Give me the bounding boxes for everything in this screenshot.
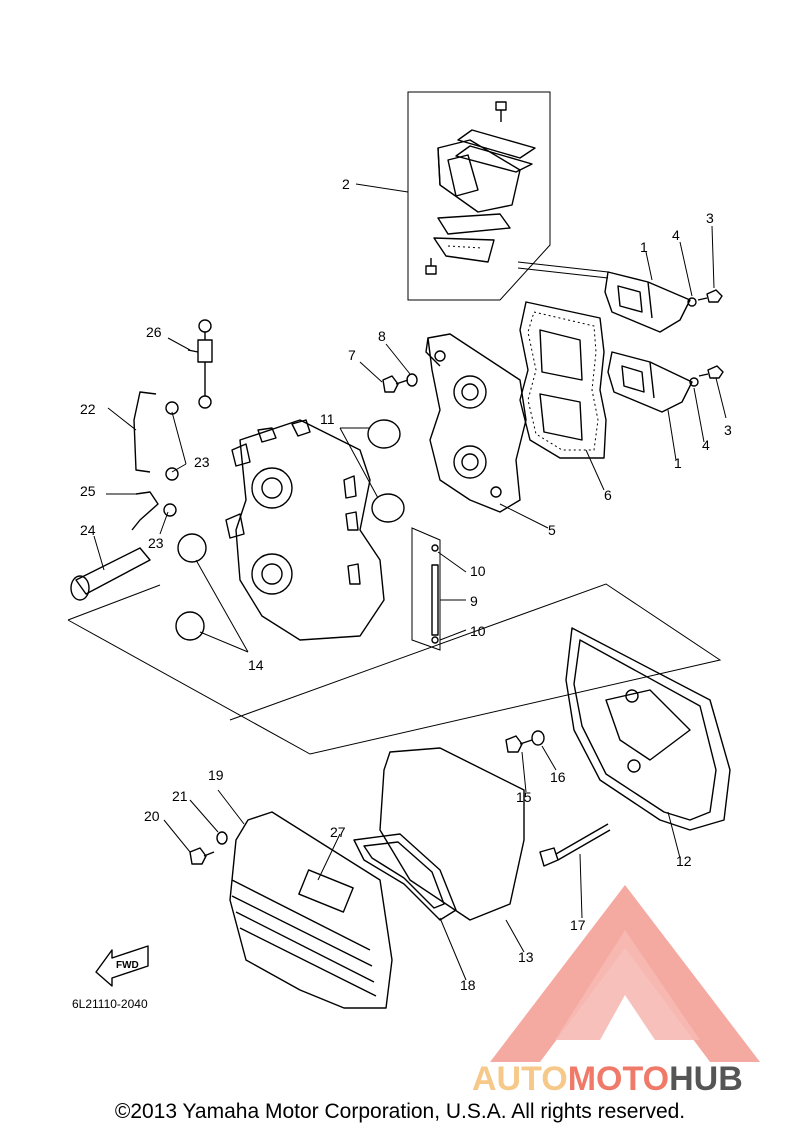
gasket-13 xyxy=(379,747,525,921)
callout-10a: 10 xyxy=(470,563,486,579)
callout-24: 24 xyxy=(80,522,96,538)
o-ring-11-lower xyxy=(371,493,405,523)
o-ring-14-lower xyxy=(175,611,205,641)
pipe-24 xyxy=(70,547,151,601)
callout-17: 17 xyxy=(570,917,586,933)
fwd-label: FWD xyxy=(116,960,139,971)
callout-25: 25 xyxy=(80,483,96,499)
hose-25 xyxy=(131,491,159,531)
callout-3b: 3 xyxy=(724,422,732,438)
copyright-text: ©2013 Yamaha Motor Corporation, U.S.A. A… xyxy=(114,1100,686,1123)
callout-8: 8 xyxy=(378,328,386,344)
screw-20 xyxy=(189,847,215,865)
reed-valve-lower xyxy=(607,351,693,413)
callout-13: 13 xyxy=(518,949,534,965)
washer-8 xyxy=(406,373,418,387)
callout-5: 5 xyxy=(548,522,556,538)
callout-11: 11 xyxy=(320,411,335,427)
callout-6: 6 xyxy=(604,487,612,503)
watermark-moto: MOTO xyxy=(568,1060,669,1098)
intake-manifold-5 xyxy=(425,333,527,513)
callout-26: 26 xyxy=(146,324,162,340)
bracket-26 xyxy=(187,319,213,409)
callout-18: 18 xyxy=(460,977,476,993)
watermark-text: AUTOMOTOHUB xyxy=(472,1060,743,1098)
callout-22: 22 xyxy=(80,401,96,417)
pin-9 xyxy=(431,544,439,644)
assembly-plane xyxy=(67,583,722,755)
reed-valve-upper xyxy=(604,271,691,333)
leader-lines xyxy=(93,183,727,981)
screw-7 xyxy=(382,375,409,393)
reed-valve-inset xyxy=(407,91,609,301)
clips-23 xyxy=(163,401,179,517)
callout-16: 16 xyxy=(550,769,566,785)
washer-4-upper xyxy=(687,297,697,307)
watermark-logo xyxy=(490,885,760,1062)
callout-4b: 4 xyxy=(702,437,710,453)
washer-4-lower xyxy=(689,377,699,387)
callout-9: 9 xyxy=(470,593,478,609)
bolt-17 xyxy=(539,823,611,867)
callout-12: 12 xyxy=(676,853,692,869)
bolt-3-lower xyxy=(698,365,724,379)
watermark-auto: AUTO xyxy=(472,1060,568,1098)
exhaust-cover-19 xyxy=(229,811,393,1009)
callout-23b: 23 xyxy=(148,535,164,551)
callout-2: 2 xyxy=(342,176,350,192)
callout-7: 7 xyxy=(348,347,356,363)
callout-1a: 1 xyxy=(640,239,648,255)
callout-3a: 3 xyxy=(706,210,714,226)
o-ring-14-upper xyxy=(177,533,207,563)
bolt-3-upper xyxy=(697,289,723,303)
o-ring-11-upper xyxy=(367,419,401,449)
diagram-code: 6L21110-2040 xyxy=(72,997,148,1011)
watermark-hub: HUB xyxy=(669,1060,743,1098)
gasket-18 xyxy=(353,833,457,921)
washer-16 xyxy=(531,730,545,746)
cylinder-block xyxy=(225,419,385,641)
callout-4a: 4 xyxy=(672,227,680,243)
callout-19: 19 xyxy=(208,767,224,783)
gasket-6 xyxy=(519,301,607,459)
washer-21 xyxy=(216,831,228,845)
callout-21: 21 xyxy=(172,788,188,804)
hose-22 xyxy=(133,391,157,473)
callout-10b: 10 xyxy=(470,623,486,639)
callout-15: 15 xyxy=(516,789,532,805)
cover-plate-12 xyxy=(565,627,731,831)
bolt-15 xyxy=(505,735,533,753)
callouts: 1 1 2 3 3 4 4 5 6 7 8 9 10 10 11 12 13 1… xyxy=(80,176,732,993)
callout-23a: 23 xyxy=(194,454,210,470)
fwd-arrow-icon xyxy=(95,945,149,987)
callout-27: 27 xyxy=(330,824,346,840)
callout-14: 14 xyxy=(248,657,264,673)
callout-1b: 1 xyxy=(674,455,682,471)
callout-20: 20 xyxy=(144,808,160,824)
